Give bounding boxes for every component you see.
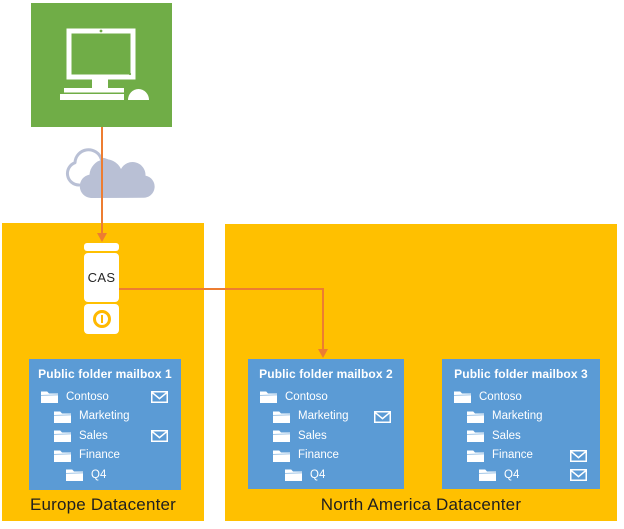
folder-icon xyxy=(41,390,58,404)
folder-icon xyxy=(479,468,496,482)
envelope-icon xyxy=(151,430,168,442)
mailbox-title: Public folder mailbox 2 xyxy=(259,367,393,381)
cloud-icon xyxy=(55,144,155,200)
folder-icon xyxy=(66,468,83,482)
folder-label: Marketing xyxy=(79,410,130,423)
folder-label: Finance xyxy=(79,449,120,462)
folder-row-contoso: Contoso xyxy=(29,387,181,407)
folder-row-q4: Q4 xyxy=(442,465,600,485)
folder-icon xyxy=(454,390,471,404)
folder-row-marketing: Marketing xyxy=(442,407,600,427)
connector-line-vertical xyxy=(322,288,324,350)
folder-label: Q4 xyxy=(310,468,326,481)
folder-icon xyxy=(467,429,484,443)
cas-server-base xyxy=(84,304,119,334)
folder-icon xyxy=(467,410,484,423)
folder-label: Marketing xyxy=(298,410,349,423)
folder-label: Finance xyxy=(298,449,339,462)
arrow-line-vertical xyxy=(101,127,103,234)
folder-icon xyxy=(273,429,290,443)
folder-row-contoso: Contoso xyxy=(248,387,404,407)
client-computer-box xyxy=(31,3,172,127)
folder-row-finance: Finance xyxy=(248,446,404,466)
folder-row-q4: Q4 xyxy=(248,465,404,485)
folder-row-contoso: Contoso xyxy=(442,387,600,407)
folder-label: Contoso xyxy=(285,390,328,403)
folder-row-marketing: Marketing xyxy=(248,407,404,427)
folder-icon xyxy=(54,449,71,462)
desktop-computer-icon xyxy=(31,28,172,131)
mailbox-title: Public folder mailbox 3 xyxy=(454,367,588,381)
connector-line-horizontal xyxy=(119,288,324,290)
folder-row-sales: Sales xyxy=(248,426,404,446)
cas-server-cap xyxy=(84,243,119,251)
cas-server-icon: CAS xyxy=(84,253,119,302)
cas-label: CAS xyxy=(87,270,116,285)
folder-label: Finance xyxy=(492,449,533,462)
folder-label: Q4 xyxy=(91,468,107,481)
folder-row-q4: Q4 xyxy=(29,465,181,485)
envelope-icon xyxy=(570,469,587,481)
folder-label: Contoso xyxy=(479,390,522,403)
folder-label: Sales xyxy=(298,429,327,442)
arrowhead-down-icon xyxy=(318,349,328,358)
folder-label: Marketing xyxy=(492,410,543,423)
folder-icon xyxy=(285,468,302,482)
arrowhead-down-icon xyxy=(97,233,107,242)
north-america-datacenter-label: North America Datacenter xyxy=(320,495,522,514)
folder-label: Sales xyxy=(79,429,108,442)
folder-row-sales: Sales xyxy=(29,426,181,446)
envelope-icon xyxy=(151,391,168,403)
envelope-icon xyxy=(570,449,587,462)
mailbox-title: Public folder mailbox 1 xyxy=(38,367,172,381)
folder-row-sales: Sales xyxy=(442,426,600,446)
folder-row-finance: Finance xyxy=(29,446,181,466)
europe-datacenter-label: Europe Datacenter xyxy=(29,495,177,514)
folder-label: Contoso xyxy=(66,390,109,403)
folder-row-finance: Finance xyxy=(442,446,600,466)
folder-icon xyxy=(467,449,484,462)
folder-icon xyxy=(273,410,290,423)
folder-icon xyxy=(260,390,277,404)
folder-icon xyxy=(54,429,71,443)
folder-label: Q4 xyxy=(504,468,520,481)
folder-label: Sales xyxy=(492,429,521,442)
power-ring-icon xyxy=(92,310,111,328)
folder-icon xyxy=(273,449,290,462)
folder-icon xyxy=(54,410,71,423)
envelope-icon xyxy=(374,410,391,423)
folder-row-marketing: Marketing xyxy=(29,407,181,427)
